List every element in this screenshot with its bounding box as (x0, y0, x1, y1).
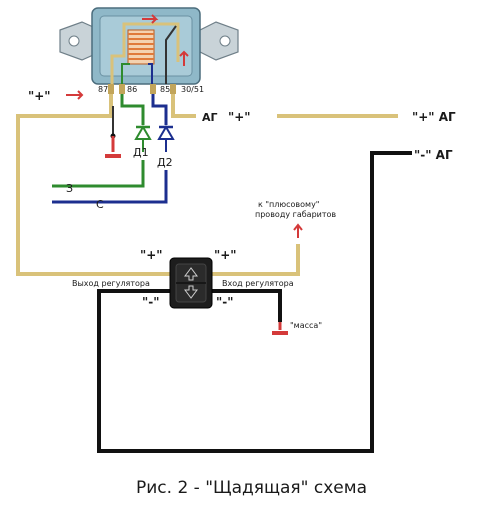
relay-pin-30-51 (170, 84, 176, 94)
ag-minus-right-label: "-" АГ (414, 148, 453, 162)
relay-arrow-top (142, 14, 159, 24)
figure-caption: Рис. 2 - "Щадящая" схема (135, 478, 367, 498)
regulator-switch (169, 257, 213, 309)
plus-label-left: "+" (28, 89, 51, 103)
ag-plus-sign: "+" (228, 110, 251, 124)
to-marker-wire-line1: к "плюсовому" (258, 200, 319, 209)
pin-label-87: 87 (98, 85, 108, 94)
to-marker-wire-line2: проводу габаритов (255, 210, 336, 219)
switch-minus-left: "-" (142, 295, 159, 309)
d2-label: Д2 (157, 156, 173, 169)
relay-pin-87 (108, 84, 114, 94)
wire-regulator-input-to-ground (212, 289, 282, 322)
relay-mount-hole-left (68, 35, 80, 47)
ground-label: "масса" (290, 321, 322, 330)
wire-30-51-to-ag-plus (171, 94, 398, 118)
relay-coil-lead-86 (121, 63, 130, 84)
relay-coil-lead-85 (148, 63, 153, 84)
regulator-input-label: Вход регулятора (222, 279, 294, 288)
switch-up-arrow-icon (184, 267, 198, 281)
ag-plus-prefix: АГ (202, 111, 218, 124)
pin-label-86: 86 (127, 85, 137, 94)
switch-plus-right: "+" (214, 248, 237, 262)
regulator-output-label: Выход регулятора (72, 279, 150, 288)
d1-label: Д1 (133, 146, 149, 159)
wire-z-green (52, 160, 145, 188)
relay-pin-85 (150, 84, 156, 94)
pin-label-30-51: 30/51 (181, 85, 204, 94)
relay-contact-path (110, 22, 180, 84)
relay-pin-86 (119, 84, 125, 94)
diode-d1 (134, 125, 152, 152)
wire-c-blue (52, 170, 168, 204)
diode-d2 (157, 125, 175, 152)
wire-87-to-regulator-output (16, 94, 170, 276)
relay-switch-arm (165, 25, 177, 84)
wire-c-label: С (96, 198, 104, 211)
switch-down-arrow-icon (184, 285, 198, 299)
relay-mount-hole-right (219, 35, 231, 47)
pin-label-85: 85 (160, 85, 170, 94)
relay-coil (127, 29, 155, 65)
relay-arrow-right (179, 50, 189, 66)
wire-86-to-d1 (120, 94, 145, 125)
relay: 87 86 85 30/51 (59, 7, 239, 94)
wire-z-label: З (66, 182, 73, 195)
arrow-to-marker-lamps (293, 223, 303, 238)
wire-regulator-input-to-marker-lamps (212, 244, 300, 276)
switch-plus-left: "+" (140, 248, 163, 262)
switch-minus-right: "-" (216, 295, 233, 309)
ag-plus-right-label: "+" АГ (412, 110, 456, 124)
wire-85-to-d2 (151, 94, 168, 125)
arrow-into-relay-87 (66, 90, 84, 100)
wire-ag-minus-loop (97, 151, 412, 453)
